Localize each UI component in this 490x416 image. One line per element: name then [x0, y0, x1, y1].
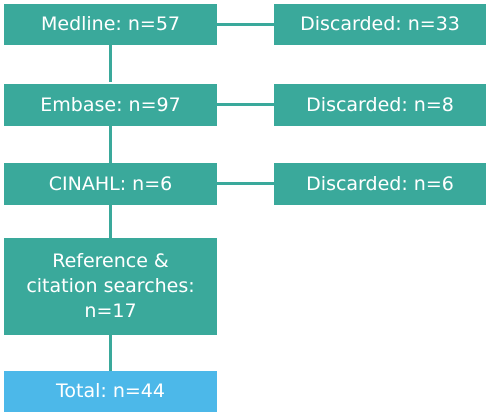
- cinahl-label: CINAHL: n=6: [48, 172, 173, 195]
- reference-label-line1: Reference &: [52, 250, 169, 272]
- medline-discarded-box: Discarded: n=33: [274, 4, 486, 45]
- connector-medline-embase: [109, 45, 112, 82]
- connector-cinahl-reference: [109, 205, 112, 238]
- medline-box: Medline: n=57: [4, 4, 217, 45]
- reference-count: n=17: [84, 300, 137, 322]
- medline-label: Medline: n=57: [40, 13, 180, 35]
- embase-box: Embase: n=97: [4, 84, 217, 126]
- cinahl-box: CINAHL: n=6: [4, 163, 217, 205]
- cinahl-discarded-box: Discarded: n=6: [274, 163, 486, 205]
- total-label: Total: n=44: [56, 380, 165, 402]
- connector-medline-discarded: [217, 23, 274, 26]
- cinahl-discarded-label: Discarded: n=6: [306, 172, 454, 195]
- connector-embase-cinahl: [109, 126, 112, 163]
- medline-discarded-label: Discarded: n=33: [300, 13, 460, 35]
- embase-discarded-label: Discarded: n=8: [306, 93, 454, 116]
- embase-label: Embase: n=97: [40, 93, 181, 116]
- embase-discarded-box: Discarded: n=8: [274, 84, 486, 126]
- total-box: Total: n=44: [4, 371, 217, 412]
- reference-searches-box: Reference & citation searches: n=17: [4, 238, 217, 335]
- connector-embase-discarded: [217, 103, 274, 106]
- connector-cinahl-discarded: [217, 182, 274, 185]
- connector-reference-total: [109, 335, 112, 371]
- reference-label-line2: citation searches:: [26, 275, 195, 297]
